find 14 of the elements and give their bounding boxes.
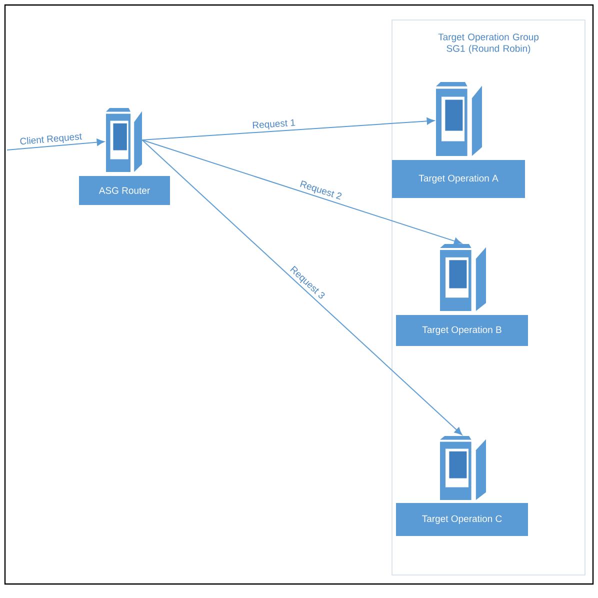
edge-label: Request 1 — [250, 118, 297, 132]
label-box: Target Operation A — [392, 160, 525, 198]
arrow — [6, 138, 105, 150]
arrow — [142, 140, 462, 245]
label-box: Target Operation B — [396, 315, 528, 346]
edge-label: Client Request — [18, 131, 84, 148]
server-icon — [436, 82, 482, 156]
arrow — [142, 140, 462, 436]
server-icon — [440, 436, 486, 500]
server-icon — [106, 108, 142, 172]
arrow — [142, 118, 435, 140]
label-box: Target Operation C — [396, 503, 528, 536]
server-icon — [440, 244, 486, 311]
label-box: ASG Router — [79, 176, 170, 205]
